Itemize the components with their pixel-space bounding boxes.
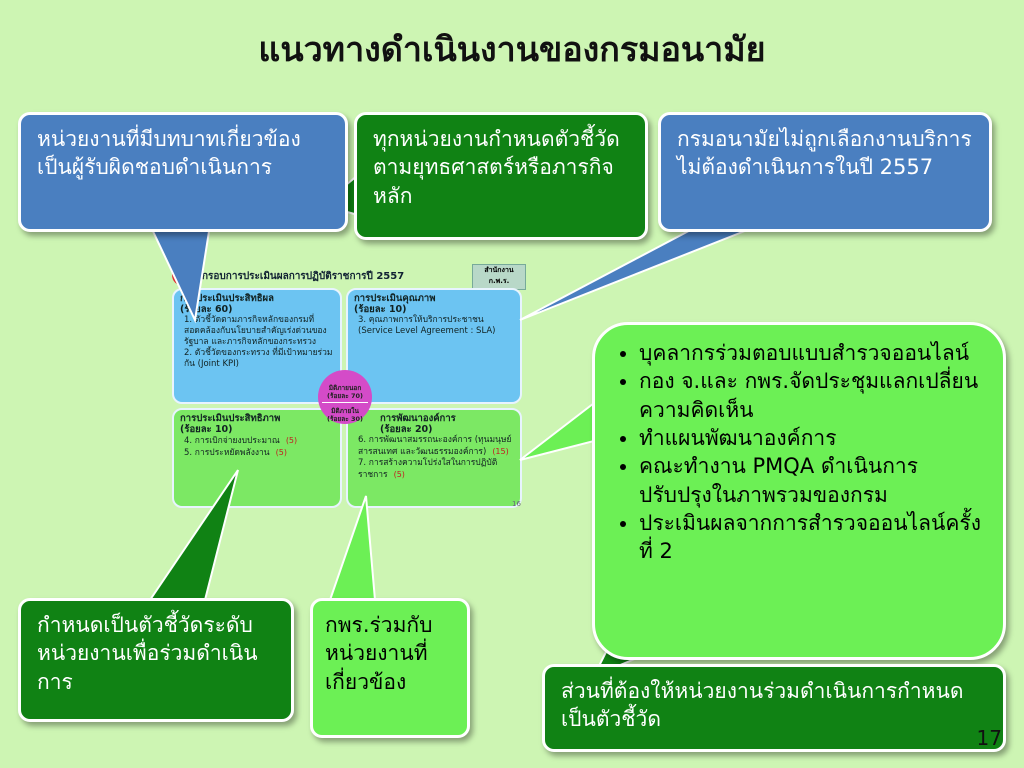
item-weight: (15) — [492, 447, 509, 456]
callout-not-selected: กรมอนามัยไม่ถูกเลือกงานบริการ ไม่ต้องดำเ… — [658, 112, 992, 232]
item-weight: (5) — [393, 470, 405, 479]
callout-opdc-with: กพร.ร่วมกับหน่วยงานที่เกี่ยวข้อง — [310, 598, 470, 738]
slide-thumbnail: 2 กรอบการประเมินผลการปฏิบัติราชการปี 255… — [170, 262, 528, 512]
quadrant-weight: (ร้อยละ 60) — [180, 304, 233, 315]
item-weight: (5) — [275, 448, 287, 457]
bullet-item: บุคลากรร่วมตอบแบบสำรวจออนไลน์ — [639, 339, 985, 367]
quadrant-heading: การประเมินคุณภาพ — [354, 293, 436, 304]
external-label: มิติภายนอก — [328, 384, 362, 392]
quadrant-effectiveness: การประเมินประสิทธิผล (ร้อยละ 60) 1. ตัวช… — [172, 288, 342, 404]
dimension-circle: มิติภายนอก (ร้อยละ 70) มิติภายใน (ร้อยละ… — [318, 370, 372, 424]
quadrant-heading: การประเมินประสิทธิภาพ — [180, 413, 281, 424]
internal-weight: (ร้อยละ 30) — [327, 415, 363, 423]
bullet-list: บุคลากรร่วมตอบแบบสำรวจออนไลน์ กอง จ.และ … — [609, 339, 985, 566]
internal-dimension: มิติภายใน (ร้อยละ 30) — [318, 407, 372, 423]
callout-participate-text: ส่วนที่ต้องให้หน่วยงานร่วมดำเนินการกำหนด… — [561, 679, 964, 732]
quadrant-item: 5. การประหยัดพลังงาน (5) — [180, 447, 334, 459]
circle-divider — [322, 402, 368, 403]
bullet-item: คณะทำงาน PMQA ดำเนินการปรับปรุงในภาพรวมข… — [639, 452, 985, 509]
external-weight: (ร้อยละ 70) — [327, 392, 363, 400]
quadrant-development: การพัฒนาองค์การ (ร้อยละ 20) 6. การพัฒนาส… — [346, 408, 522, 508]
bullet-item: ทำแผนพัฒนาองค์การ — [639, 424, 985, 452]
bullet-item: กอง จ.และ กพร.จัดประชุมแลกเปลี่ยนความคิด… — [639, 367, 985, 424]
quadrant-item: 3. คุณภาพการให้บริการประชาชน (Service Le… — [358, 315, 496, 336]
tail-responsible — [148, 224, 212, 324]
thumbnail-header-text: กรอบการประเมินผลการปฏิบัติราชการปี 2557 — [202, 271, 405, 282]
quadrant-item: 1. ตัวชี้วัดตามภารกิจหลักของกรมที่สอดคล้… — [184, 315, 327, 347]
callout-all-units-text: ทุกหน่วยงานกำหนดตัวชี้วัดตามยุทธศาสตร์หร… — [373, 127, 620, 208]
page-number: 17 — [976, 726, 1002, 750]
quadrant-item: 7. การสร้างความโปร่งใสในการปฏิบัติราชการ… — [354, 458, 514, 481]
callout-bullets: บุคลากรร่วมตอบแบบสำรวจออนไลน์ กอง จ.และ … — [592, 322, 1006, 660]
callout-not-selected-text: กรมอนามัยไม่ถูกเลือกงานบริการ ไม่ต้องดำเ… — [677, 127, 972, 180]
quadrant-efficiency: การประเมินประสิทธิภาพ (ร้อยละ 10) 4. การ… — [172, 408, 342, 508]
item-text: 7. การสร้างความโปร่งใสในการปฏิบัติราชการ — [358, 458, 498, 480]
quadrant-weight: (ร้อยละ 10) — [180, 424, 233, 435]
quadrant-heading: การพัฒนาองค์การ — [380, 413, 456, 424]
callout-participate: ส่วนที่ต้องให้หน่วยงานร่วมดำเนินการกำหนด… — [542, 664, 1006, 752]
quadrant-item: 2. ตัวชี้วัดของกระทรวง ที่มีเป้าหมายร่วม… — [184, 348, 333, 369]
callout-unit-level-text: กำหนดเป็นตัวชี้วัดระดับหน่วยงานเพื่อร่วม… — [37, 613, 258, 694]
quadrant-heading: การประเมินประสิทธิผล — [180, 293, 274, 304]
quadrant-quality: การประเมินคุณภาพ (ร้อยละ 10) 3. คุณภาพกา… — [346, 288, 522, 404]
slide-title: แนวทางดำเนินงานของกรมอนามัย — [258, 30, 766, 70]
callout-unit-level: กำหนดเป็นตัวชี้วัดระดับหน่วยงานเพื่อร่วม… — [18, 598, 294, 722]
bullet-item: ประเมินผลจากการสำรวจออนไลน์ครั้งที่ 2 — [639, 509, 985, 566]
external-dimension: มิติภายนอก (ร้อยละ 70) — [318, 384, 372, 400]
item-weight: (5) — [285, 436, 298, 445]
item-text: 6. การพัฒนาสมรรถนะองค์การ (ทุนมนุษย์ สาร… — [358, 435, 512, 457]
thumbnail-page-number: 16 — [512, 500, 521, 508]
tail-unit-level — [148, 469, 239, 601]
quadrant-weight: (ร้อยละ 10) — [354, 304, 407, 315]
quadrant-item: 6. การพัฒนาสมรรถนะองค์การ (ทุนมนุษย์ สาร… — [354, 435, 514, 458]
internal-label: มิติภายใน — [331, 407, 359, 415]
tail-opdc — [328, 495, 377, 601]
callout-responsible: หน่วยงานที่มีบทบาทเกี่ยวข้องเป็นผู้รับผิ… — [18, 112, 348, 232]
quadrant-weight: (ร้อยละ 20) — [380, 424, 433, 435]
item-text: 5. การประหยัดพลังงาน — [184, 448, 270, 458]
item-text: 4. การเบิกจ่ายงบประมาณ — [184, 436, 280, 446]
callout-responsible-text: หน่วยงานที่มีบทบาทเกี่ยวข้องเป็นผู้รับผิ… — [37, 127, 301, 180]
quadrant-item: 4. การเบิกจ่ายงบประมาณ (5) — [180, 435, 334, 447]
callout-opdc-with-text: กพร.ร่วมกับหน่วยงานที่เกี่ยวข้อง — [325, 613, 433, 694]
callout-all-units: ทุกหน่วยงานกำหนดตัวชี้วัดตามยุทธศาสตร์หร… — [354, 112, 648, 240]
tail-bullets — [519, 397, 599, 461]
